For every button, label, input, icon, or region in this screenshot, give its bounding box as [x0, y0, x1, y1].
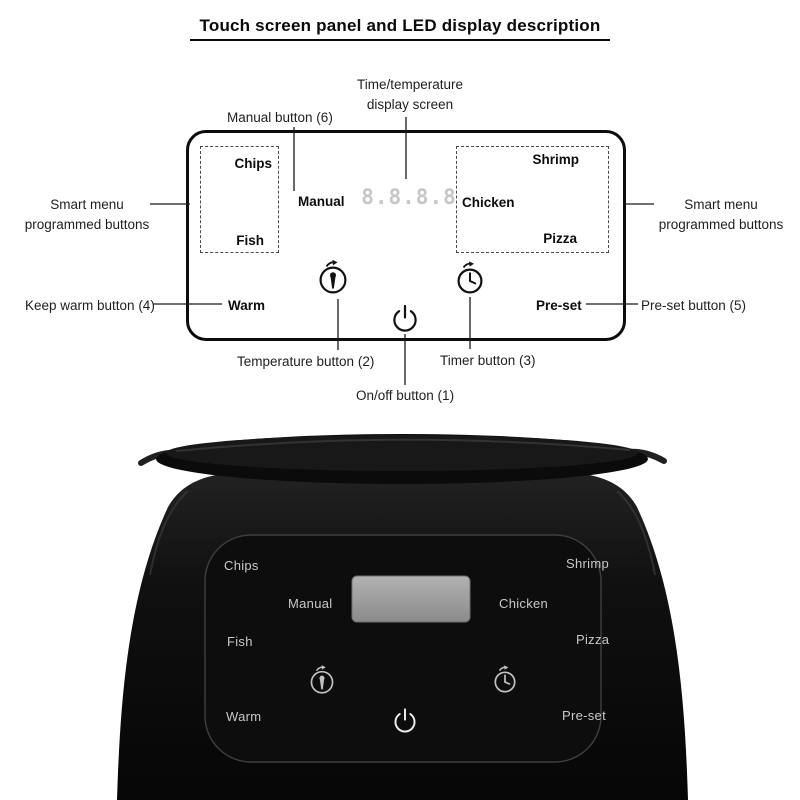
fryer-warm-label: Warm [226, 709, 262, 724]
warm-button-label: Warm [228, 298, 266, 313]
callout-smart-right-line1: Smart menu [684, 197, 758, 212]
callout-manual-label: Manual button (6) [227, 110, 333, 125]
air-fryer-photo [117, 434, 688, 800]
fryer-lcd-display [351, 575, 471, 623]
smart-menu-group-left: Chips Fish [200, 146, 279, 253]
fish-button-label: Fish [236, 233, 264, 248]
manual-button-label: Manual [298, 194, 345, 209]
shrimp-button-label: Shrimp [532, 152, 579, 167]
fryer-chicken-label: Chicken [499, 596, 549, 611]
preset-button-label: Pre-set [536, 298, 582, 313]
fryer-temperature-icon [310, 665, 334, 694]
callout-smart-right-label: Smart menu programmed buttons [653, 195, 789, 235]
control-panel-diagram: Chips Fish Shrimp Pizza Manual 8.8.8.8 C… [186, 130, 626, 341]
page-title: Touch screen panel and LED display descr… [189, 16, 611, 41]
callout-preset-label: Pre-set button (5) [641, 298, 747, 313]
fryer-power-icon [394, 708, 416, 733]
chicken-button-label: Chicken [462, 195, 515, 210]
callout-display-line2: display screen [366, 97, 454, 112]
callout-smart-right-line2: programmed buttons [658, 217, 784, 232]
timer-icon [457, 261, 483, 294]
callout-smart-left-label: Smart menu programmed buttons [24, 195, 150, 235]
chips-button-label: Chips [234, 156, 272, 171]
smart-menu-group-right: Shrimp Pizza [456, 146, 609, 253]
fryer-timer-icon [494, 665, 516, 693]
callout-keep-warm-label: Keep warm button (4) [25, 298, 155, 313]
callout-on-off-label: On/off button (1) [356, 388, 455, 403]
temperature-icon [319, 259, 347, 294]
page-title-wrap: Touch screen panel and LED display descr… [0, 16, 800, 41]
led-display: 8.8.8.8 [361, 185, 457, 209]
callout-timer-label: Timer button (3) [440, 353, 536, 368]
fryer-control-panel [204, 534, 602, 763]
power-icon [393, 304, 417, 332]
fryer-lid-top [166, 435, 638, 471]
fryer-preset-label: Pre-set [562, 708, 607, 723]
fryer-shrimp-label: Shrimp [566, 556, 609, 571]
callout-smart-left-line1: Smart menu [50, 197, 124, 212]
callout-temperature-label: Temperature button (2) [237, 354, 375, 369]
fryer-manual-label: Manual [288, 596, 333, 611]
callout-smart-left-line2: programmed buttons [24, 217, 150, 232]
fryer-chips-label: Chips [224, 558, 259, 573]
callout-display-label: Time/temperature display screen [335, 75, 485, 115]
fryer-pizza-label: Pizza [576, 632, 610, 647]
fryer-right-highlight [616, 490, 656, 576]
fryer-lid-rim [175, 438, 631, 452]
fryer-fish-label: Fish [227, 634, 253, 649]
fryer-left-highlight [149, 490, 189, 576]
pizza-button-label: Pizza [543, 231, 577, 246]
callout-display-line1: Time/temperature [356, 77, 464, 92]
